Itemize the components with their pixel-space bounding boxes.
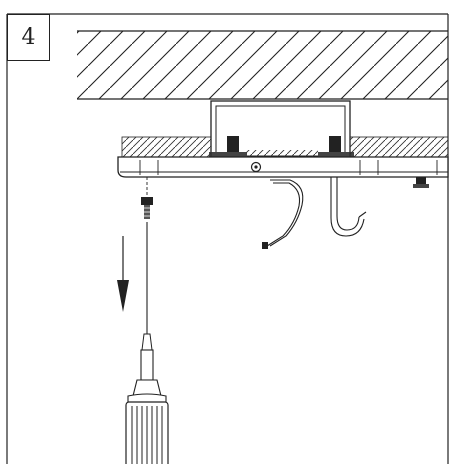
bracket-bolt-right — [329, 136, 341, 153]
safety-hook — [330, 177, 367, 237]
fixture-base — [117, 156, 449, 188]
supply-wires — [262, 179, 304, 249]
screwdriver — [125, 222, 169, 464]
bracket-bolt-left — [227, 136, 239, 153]
ceiling-slab — [77, 30, 448, 100]
side-screw — [416, 177, 426, 185]
step-number-box: 4 — [7, 14, 50, 61]
down-arrow-icon — [117, 236, 129, 312]
step-number: 4 — [21, 25, 36, 50]
removed-screw — [141, 177, 153, 219]
mounting-bracket — [209, 100, 354, 158]
